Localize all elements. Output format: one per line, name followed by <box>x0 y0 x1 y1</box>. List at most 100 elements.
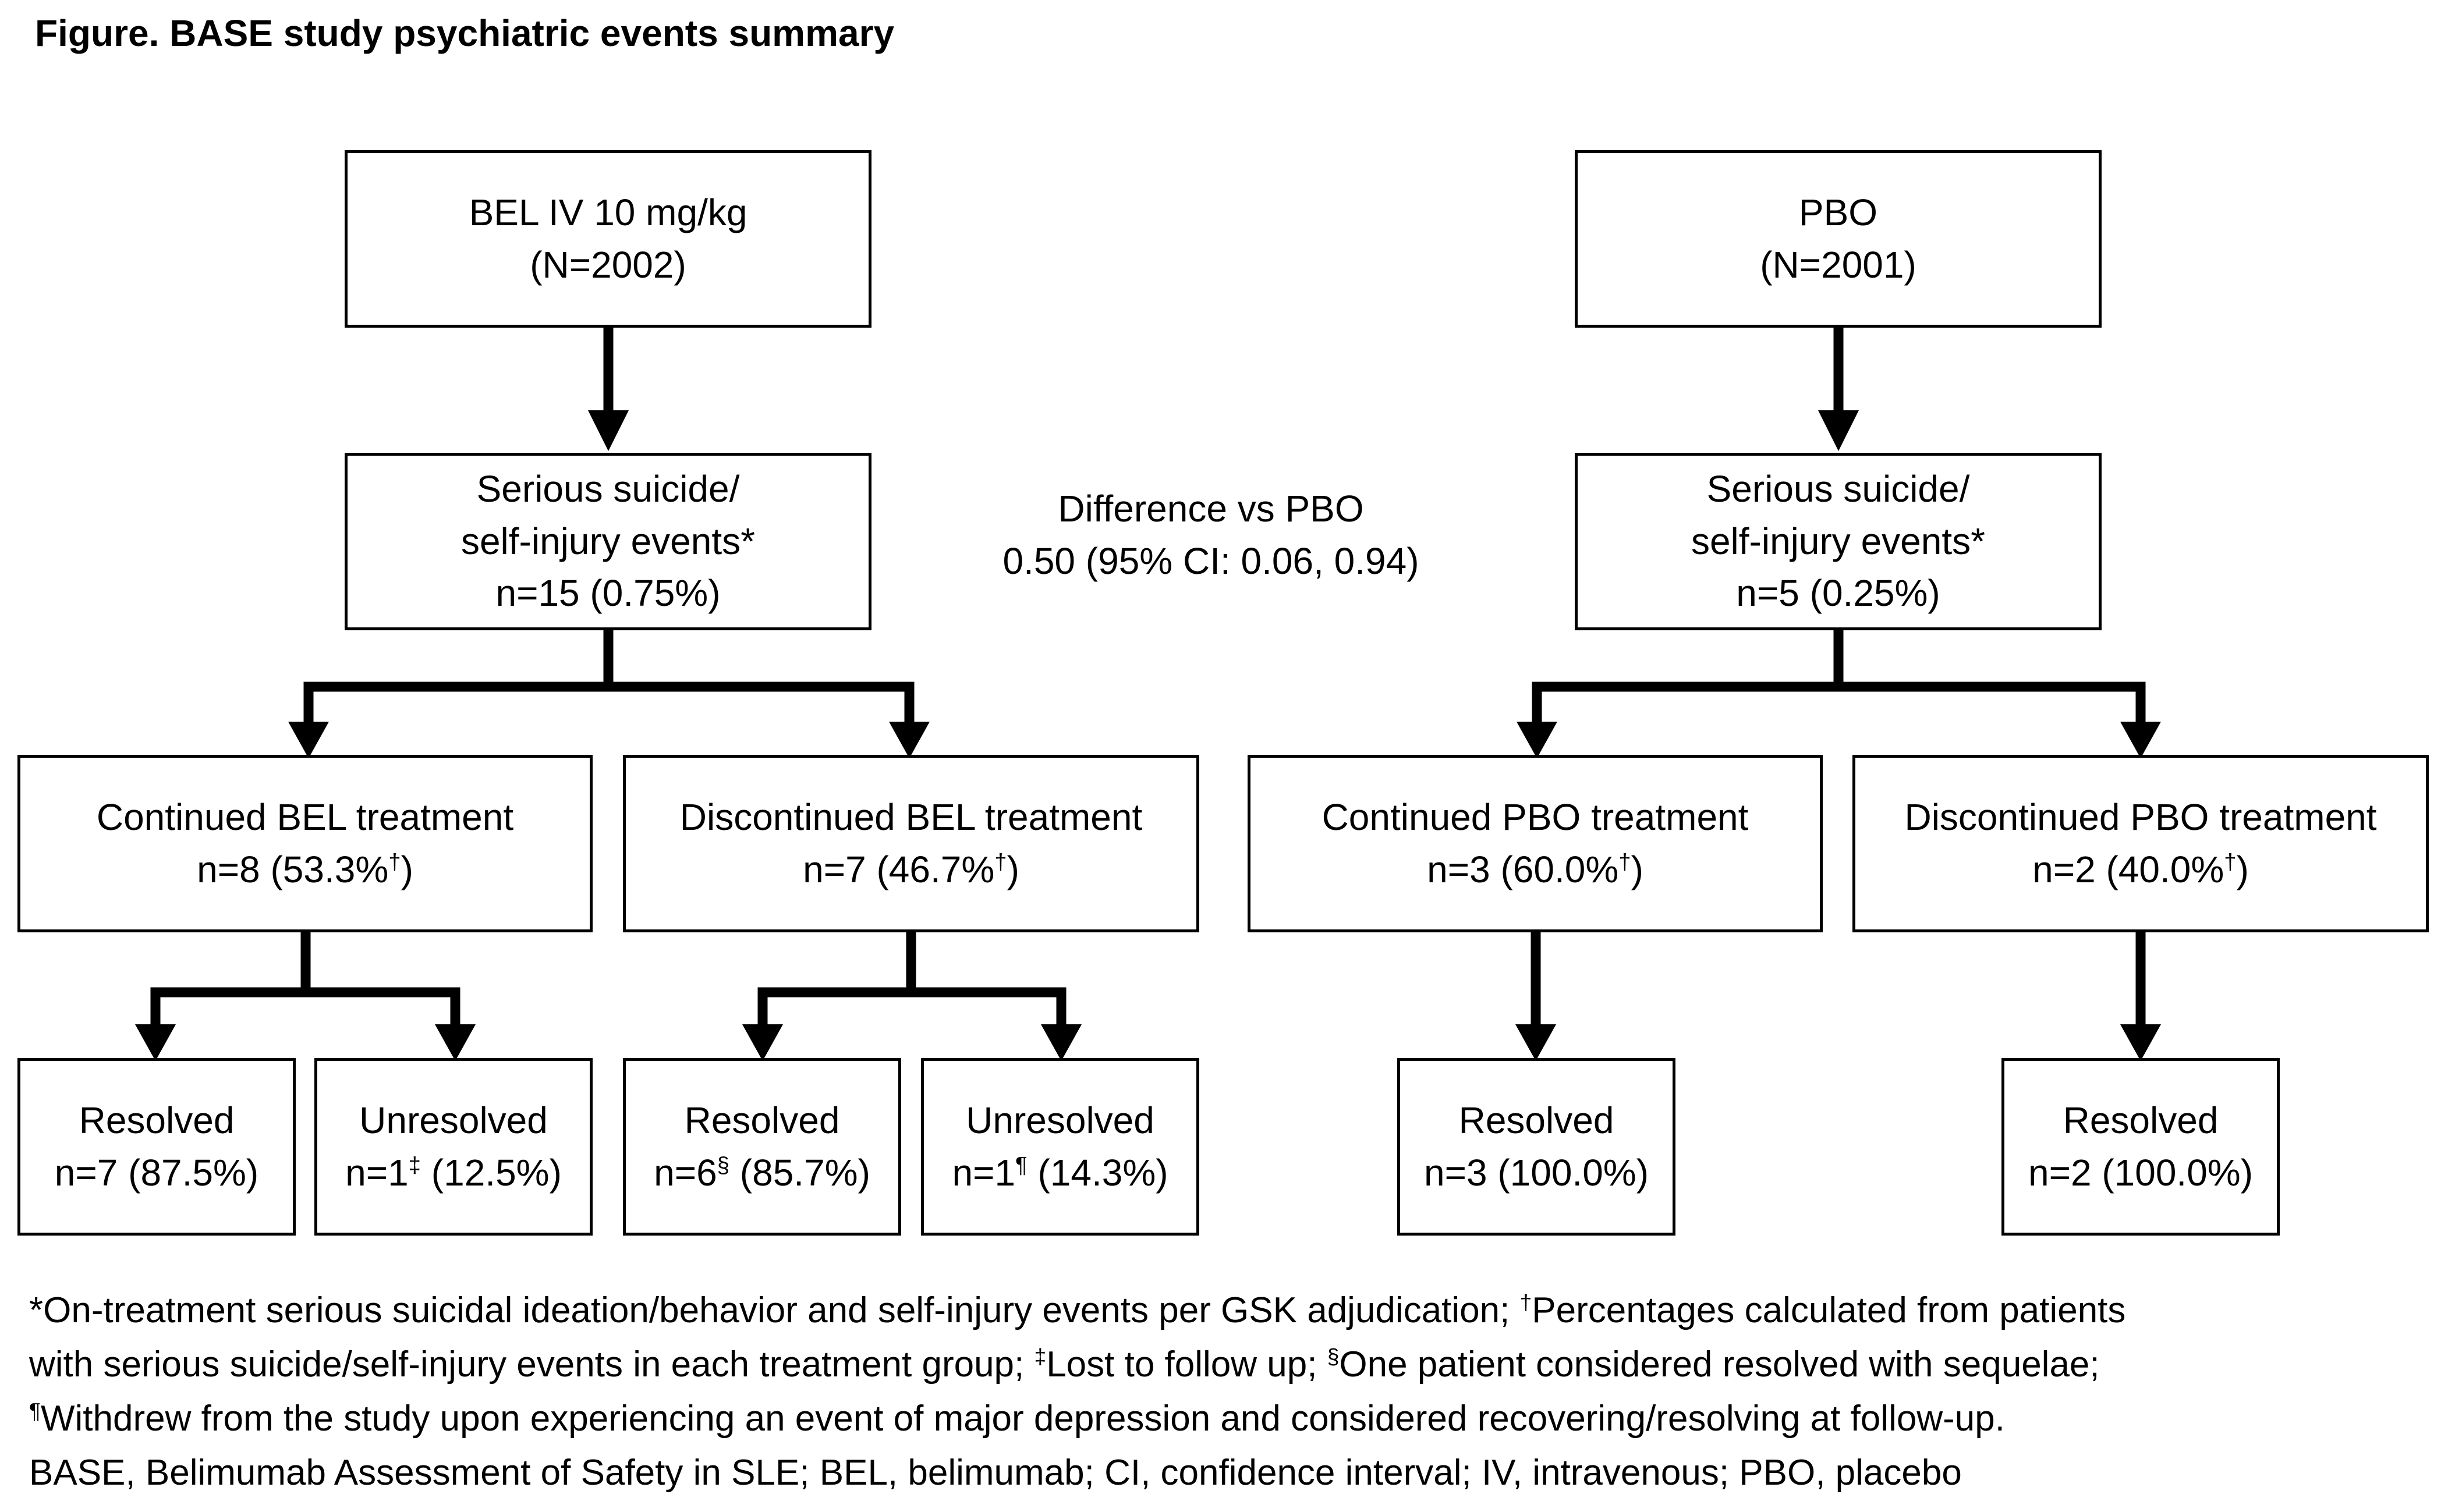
double-dagger-mark: ‡ <box>1034 1344 1047 1369</box>
pilcrow-mark: ¶ <box>29 1398 41 1423</box>
arrowhead-bel-cont <box>288 722 329 758</box>
footnote-asterisk-text: *On-treatment serious suicidal ideation/… <box>29 1290 1520 1330</box>
footnote-dagger-text-cont: with serious suicide/self-injury events … <box>29 1344 1034 1385</box>
bel-cont-unresolved-box: Unresolved n=1‡ (12.5%) <box>314 1058 593 1236</box>
arrowhead-pbo-cont-resolved <box>1515 1024 1556 1061</box>
bel-disc-unresolved-box: Unresolved n=1¶ (14.3%) <box>921 1058 1199 1236</box>
bel-discontinued-box: Discontinued BEL treatment n=7 (46.7%†) <box>623 755 1199 932</box>
pbo-events-line2: self-injury events* <box>1691 520 1986 562</box>
connector-pbo-split <box>1532 682 2146 725</box>
pbo-cont-resolved-box: Resolved n=3 (100.0%) <box>1397 1058 1675 1236</box>
pbo-cont-resolved-label: Resolved <box>1458 1099 1614 1141</box>
section-mark: § <box>1327 1344 1340 1369</box>
bel-continued-box: Continued BEL treatment n=8 (53.3%†) <box>17 755 593 932</box>
pbo-discontinued-label: Discontinued PBO treatment <box>1904 796 2377 838</box>
footnote-section-text: One patient considered resolved with seq… <box>1339 1344 2100 1385</box>
bel-cont-resolved-box: Resolved n=7 (87.5%) <box>17 1058 296 1236</box>
arrowhead-bel-disc-unresolved <box>1041 1024 1082 1061</box>
pbo-disc-resolved-label: Resolved <box>2063 1099 2219 1141</box>
bel-disc-resolved-n: n=6 <box>654 1151 717 1194</box>
dagger-mark: † <box>388 849 401 875</box>
pbo-discontinued-count-line: n=2 (40.0%†) <box>2032 844 2249 896</box>
bel-cont-unresolved-label: Unresolved <box>359 1099 548 1141</box>
pbo-arm-n: (N=2001) <box>1760 243 1916 286</box>
bel-cont-unresolved-pct: (12.5%) <box>421 1151 562 1194</box>
pbo-continued-count-line: n=3 (60.0%†) <box>1427 844 1643 896</box>
pbo-disc-resolved-box: Resolved n=2 (100.0%) <box>2001 1058 2280 1236</box>
arrowhead-pbo-disc <box>2120 722 2161 758</box>
bel-continued-close: ) <box>401 848 413 890</box>
pbo-continued-box: Continued PBO treatment n=3 (60.0%†) <box>1248 755 1823 932</box>
bel-arm-name: BEL IV 10 mg/kg <box>469 191 747 233</box>
footnotes: *On-treatment serious suicidal ideation/… <box>29 1283 2416 1500</box>
pbo-events-box: Serious suicide/ self-injury events* n=5… <box>1575 453 2102 630</box>
double-dagger-mark: ‡ <box>408 1152 421 1178</box>
pbo-events-line1: Serious suicide/ <box>1706 468 1970 510</box>
footnote-line-3: ¶Withdrew from the study upon experienci… <box>29 1392 2416 1446</box>
bel-events-line2: self-injury events* <box>460 520 756 562</box>
arrowhead-bel-disc <box>889 722 930 758</box>
arrowhead-pbo-disc-resolved <box>2120 1024 2161 1061</box>
bel-arm-n: (N=2002) <box>530 243 686 286</box>
arrowhead-pbo-events <box>1818 410 1859 451</box>
pbo-discontinued-close: ) <box>2236 848 2249 890</box>
pilcrow-mark: ¶ <box>1015 1152 1028 1178</box>
footnote-line-2: with serious suicide/self-injury events … <box>29 1337 2416 1392</box>
section-mark: § <box>717 1152 730 1178</box>
bel-disc-resolved-label: Resolved <box>684 1099 840 1141</box>
bel-arm-box: BEL IV 10 mg/kg (N=2002) <box>345 150 871 328</box>
arrowhead-pbo-cont <box>1517 722 1557 758</box>
dagger-mark: † <box>2224 849 2237 875</box>
bel-disc-unresolved-label: Unresolved <box>966 1099 1154 1141</box>
bel-disc-unresolved-n: n=1 <box>952 1151 1016 1194</box>
arrowhead-bel-events <box>588 410 629 451</box>
pbo-continued-label: Continued PBO treatment <box>1322 796 1749 838</box>
bel-cont-resolved-label: Resolved <box>79 1099 235 1141</box>
pbo-discontinued-count: n=2 (40.0% <box>2032 848 2224 890</box>
bel-disc-resolved-count-line: n=6§ (85.7%) <box>654 1147 870 1199</box>
difference-line2: 0.50 (95% CI: 0.06, 0.94) <box>1002 540 1419 582</box>
bel-continued-count: n=8 (53.3% <box>197 848 389 890</box>
pbo-discontinued-box: Discontinued PBO treatment n=2 (40.0%†) <box>1852 755 2429 932</box>
bel-discontinued-close: ) <box>1007 848 1019 890</box>
bel-disc-resolved-pct: (85.7%) <box>729 1151 870 1194</box>
figure-title: Figure. BASE study psychiatric events su… <box>35 12 895 54</box>
bel-disc-resolved-box: Resolved n=6§ (85.7%) <box>623 1058 901 1236</box>
footnote-dagger-text: Percentages calculated from patients <box>1532 1290 2126 1330</box>
footnote-pilcrow-text: Withdrew from the study upon experiencin… <box>40 1399 2005 1439</box>
difference-line1: Difference vs PBO <box>1058 488 1364 530</box>
dagger-mark: † <box>994 849 1007 875</box>
connector-bel-cont-split <box>150 987 460 1027</box>
bel-cont-resolved-count: n=7 (87.5%) <box>54 1151 259 1194</box>
arrowhead-bel-disc-resolved <box>742 1024 783 1061</box>
footnote-double-dagger-text: Lost to follow up; <box>1046 1344 1327 1385</box>
bel-cont-unresolved-count-line: n=1‡ (12.5%) <box>345 1147 562 1199</box>
bel-events-count: n=15 (0.75%) <box>495 572 721 615</box>
bel-discontinued-label: Discontinued BEL treatment <box>679 796 1143 838</box>
pbo-continued-close: ) <box>1631 848 1643 890</box>
bel-disc-unresolved-pct: (14.3%) <box>1027 1151 1168 1194</box>
dagger-mark: † <box>1519 1290 1532 1315</box>
bel-continued-count-line: n=8 (53.3%†) <box>197 844 413 896</box>
connector-bel-disc-split <box>757 987 1067 1027</box>
bel-disc-unresolved-count-line: n=1¶ (14.3%) <box>952 1147 1168 1199</box>
bel-continued-label: Continued BEL treatment <box>96 796 514 838</box>
bel-discontinued-count-line: n=7 (46.7%†) <box>803 844 1019 896</box>
arrowhead-bel-cont-resolved <box>135 1024 176 1061</box>
connector-bel-split <box>303 682 915 725</box>
bel-events-line1: Serious suicide/ <box>476 468 740 510</box>
difference-annotation: Difference vs PBO 0.50 (95% CI: 0.06, 0.… <box>955 483 1467 587</box>
footnote-line-1: *On-treatment serious suicidal ideation/… <box>29 1283 2416 1337</box>
pbo-events-count: n=5 (0.25%) <box>1736 572 1940 615</box>
pbo-cont-resolved-count: n=3 (100.0%) <box>1423 1151 1649 1194</box>
footnote-abbreviations: BASE, Belimumab Assessment of Safety in … <box>29 1453 1962 1493</box>
arrowhead-bel-cont-unresolved <box>435 1024 476 1061</box>
bel-cont-unresolved-n: n=1 <box>345 1151 409 1194</box>
pbo-arm-name: PBO <box>1798 191 1878 233</box>
pbo-continued-count: n=3 (60.0% <box>1427 848 1619 890</box>
pbo-disc-resolved-count: n=2 (100.0%) <box>2028 1151 2254 1194</box>
pbo-arm-box: PBO (N=2001) <box>1575 150 2102 328</box>
bel-discontinued-count: n=7 (46.7% <box>803 848 995 890</box>
